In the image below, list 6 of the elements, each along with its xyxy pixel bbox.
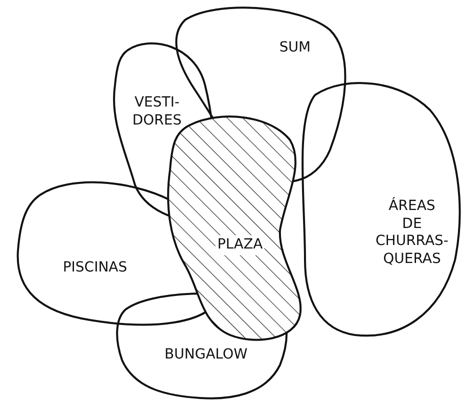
zone-label: SUM	[279, 39, 311, 57]
zone-label: VESTI- DORES	[132, 94, 182, 130]
zone-label: PISCINAS	[62, 259, 128, 277]
zone-label: PLAZA	[215, 235, 265, 255]
zone-label: ÁREAS DE CHURRAS- QUERAS	[376, 198, 448, 268]
zone-label: BUNGALOW	[164, 346, 248, 364]
